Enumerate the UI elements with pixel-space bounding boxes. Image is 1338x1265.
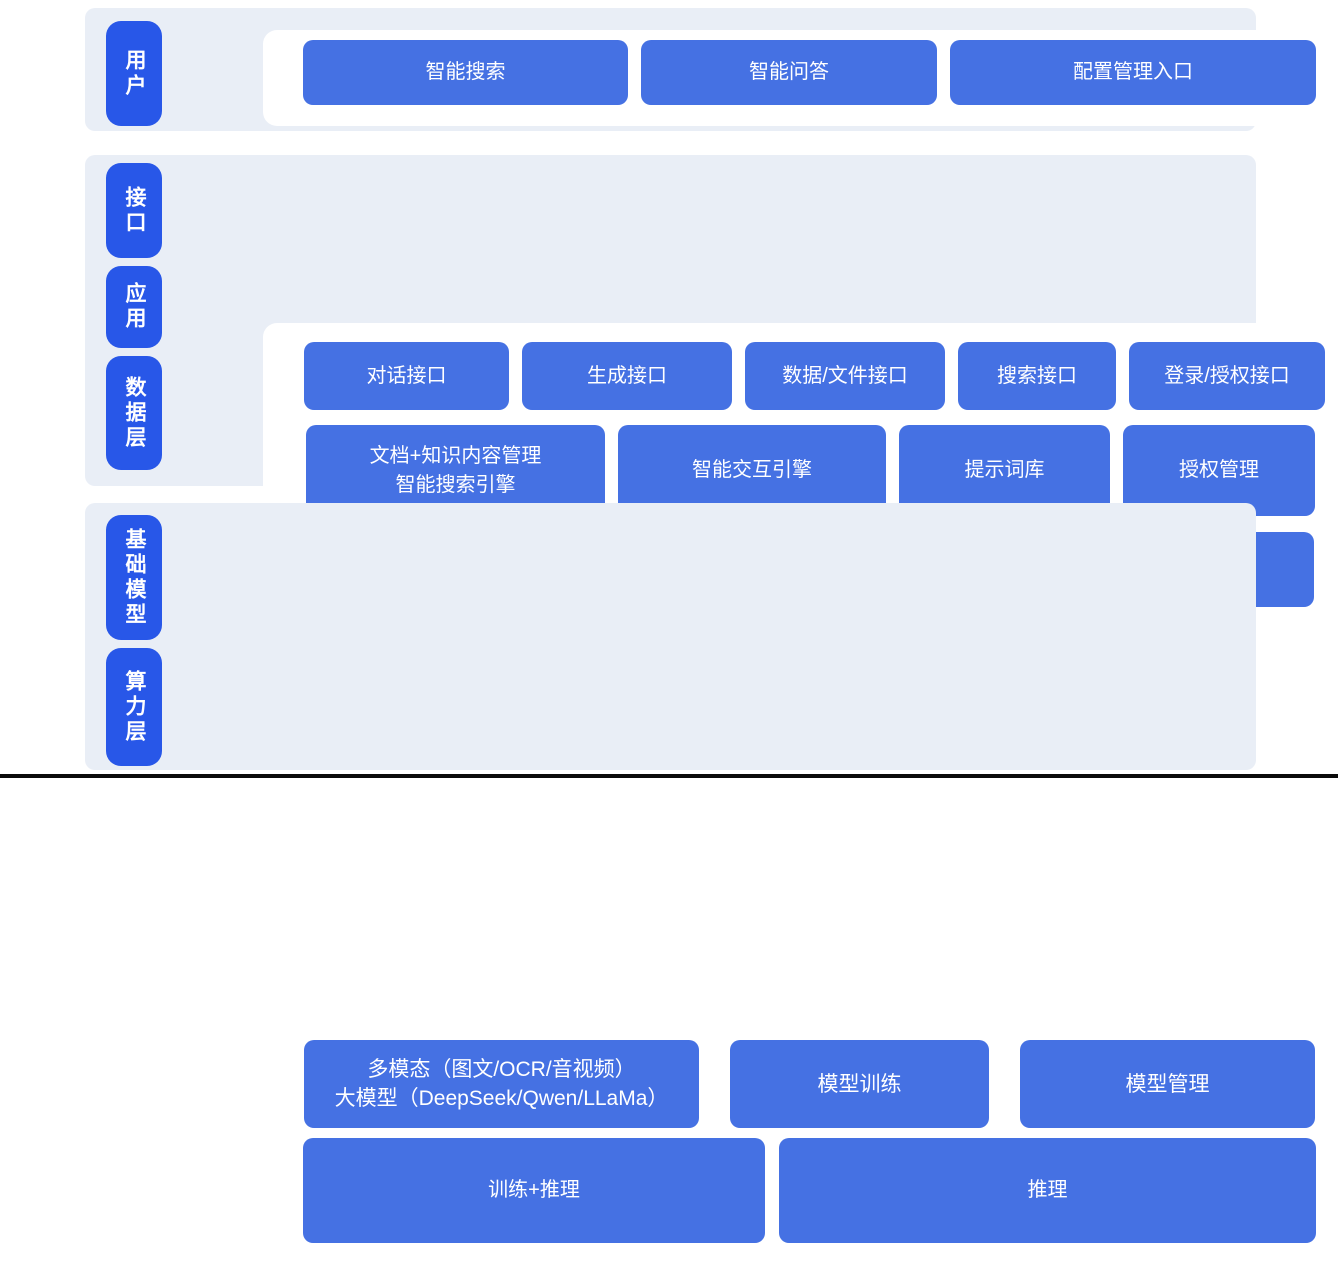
box-model-training: 模型训练: [730, 1040, 989, 1128]
box-login-auth-interface: 登录/授权接口: [1129, 342, 1325, 410]
architecture-diagram: 智能搜索 智能问答 配置管理入口 用户 对话接口 生成接口 数据/文件接口 搜索…: [0, 8, 1338, 1265]
box-config-management-entry: 配置管理入口: [950, 40, 1316, 105]
layer-label-data: 数据层: [106, 356, 162, 470]
box-data-file-interface: 数据/文件接口: [745, 342, 945, 410]
box-dialogue-interface: 对话接口: [304, 342, 509, 410]
user-layer-band: 智能搜索 智能问答 配置管理入口: [85, 8, 1335, 131]
box-multimodal-large-model: 多模态（图文/OCR/音视频） 大模型（DeepSeek/Qwen/LLaMa）: [304, 1040, 699, 1128]
layer-label-base-model: 基础模型: [106, 515, 162, 640]
middle-layers-band: 对话接口 生成接口 数据/文件接口 搜索接口 登录/授权接口 文档+知识内容管理…: [85, 155, 1335, 629]
layer-label-user: 用户: [106, 21, 162, 126]
layer-label-application: 应用: [106, 266, 162, 348]
box-search-interface: 搜索接口: [958, 342, 1116, 410]
interface-layer-row: 对话接口 生成接口 数据/文件接口 搜索接口 登录/授权接口: [263, 342, 1325, 410]
compute-layer-row: 训练+推理 推理: [263, 1138, 1316, 1243]
user-layer-row: 智能搜索 智能问答 配置管理入口: [263, 40, 1316, 105]
box-inference: 推理: [779, 1138, 1316, 1243]
layer-label-compute: 算力层: [106, 648, 162, 766]
foundation-layers-band: 多模态（图文/OCR/音视频） 大模型（DeepSeek/Qwen/LLaMa）…: [85, 503, 1335, 1265]
layer-label-interface: 接口: [106, 163, 162, 258]
box-training-plus-inference: 训练+推理: [303, 1138, 765, 1243]
box-model-management: 模型管理: [1020, 1040, 1315, 1128]
user-layer-panel: 智能搜索 智能问答 配置管理入口: [263, 30, 1335, 126]
box-prompt-library: 提示词库: [899, 425, 1110, 516]
box-smart-search: 智能搜索: [303, 40, 628, 105]
application-layer-row: 文档+知识内容管理 智能搜索引擎 智能交互引擎 提示词库 授权管理: [263, 425, 1315, 516]
box-generation-interface: 生成接口: [522, 342, 732, 410]
base-model-row: 多模态（图文/OCR/音视频） 大模型（DeepSeek/Qwen/LLaMa）…: [263, 1040, 1315, 1128]
box-authorization-management: 授权管理: [1123, 425, 1315, 516]
foundation-layers-panel: 多模态（图文/OCR/音视频） 大模型（DeepSeek/Qwen/LLaMa）…: [263, 1015, 1335, 1265]
box-smart-qa: 智能问答: [641, 40, 937, 105]
box-smart-interaction-engine: 智能交互引擎: [618, 425, 886, 516]
bottom-divider-line: [0, 774, 1338, 778]
box-doc-knowledge-search-engine: 文档+知识内容管理 智能搜索引擎: [306, 425, 605, 516]
